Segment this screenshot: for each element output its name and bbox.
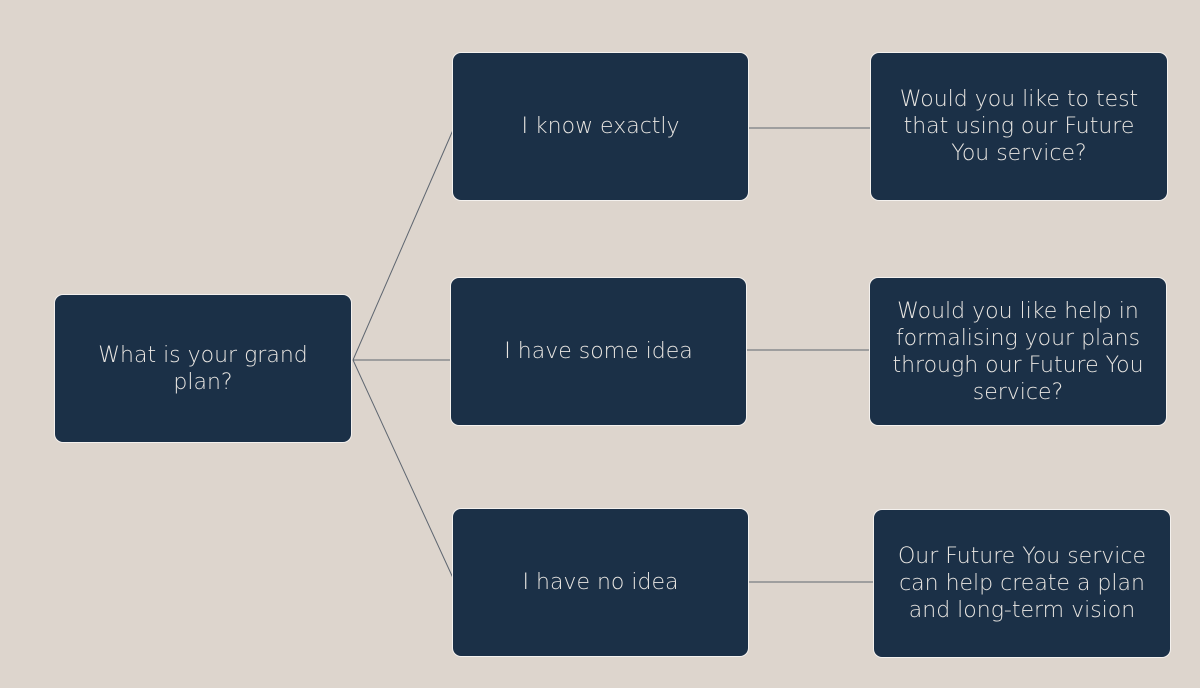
option-node-know-exactly: I know exactly — [452, 52, 749, 201]
option-label: I know exactly — [521, 114, 680, 139]
response-node-create-plan: Our Future You service can help create a… — [873, 509, 1171, 658]
response-label: Would you like to test that using our Fu… — [899, 87, 1139, 166]
response-node-formalise-plans: Would you like help in formalising your … — [869, 277, 1167, 426]
response-node-test-plan: Would you like to test that using our Fu… — [870, 52, 1168, 201]
option-node-no-idea: I have no idea — [452, 508, 749, 657]
root-question-label: What is your grand plan? — [98, 342, 308, 395]
root-question-node: What is your grand plan? — [54, 294, 352, 443]
option-node-some-idea: I have some idea — [450, 277, 747, 426]
response-label: Would you like help in formalising your … — [892, 298, 1144, 405]
connector-root-to-option-3 — [352, 359, 454, 579]
option-label: I have no idea — [522, 570, 679, 595]
response-label: Our Future You service can help create a… — [897, 544, 1147, 623]
connector-root-to-option-1 — [352, 129, 454, 361]
option-label: I have some idea — [504, 339, 693, 364]
